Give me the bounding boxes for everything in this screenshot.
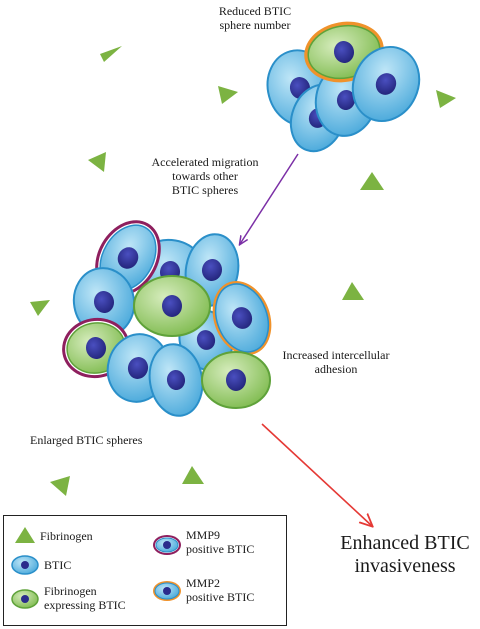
fibrinogen-triangles — [30, 46, 456, 496]
mmp2-positive-btic-icon — [153, 581, 181, 601]
mmp2-positive-btic-cell — [212, 281, 272, 355]
fibrinogen-triangle — [100, 46, 122, 62]
enlarged-btic-sphere — [62, 220, 272, 417]
fibrinogen-triangle — [436, 90, 456, 108]
enhanced-invasiveness-label: Enhanced BTIC invasiveness — [330, 532, 480, 578]
adhesion-label-line2: adhesion — [314, 362, 358, 376]
migration-arrow — [240, 153, 299, 244]
legend-mmp9-line2: positive BTIC — [186, 542, 255, 556]
accelerated-migration-line2: towards other — [172, 169, 238, 183]
legend-fibrinogen-btic-line1: Fibrinogen — [44, 584, 97, 598]
legend-fibrinogen-btic-label: Fibrinogen expressing BTIC — [44, 584, 126, 612]
mmp9-positive-btic-icon — [153, 535, 181, 555]
legend: Fibrinogen BTIC Fibrinogen expressing BT… — [3, 515, 287, 626]
legend-mmp9-line1: MMP9 — [186, 528, 221, 542]
fibrinogen-triangle — [360, 172, 384, 190]
legend-mmp2-label: MMP2 positive BTIC — [186, 576, 254, 604]
enhanced-invasiveness-line1: Enhanced BTIC — [340, 532, 470, 554]
reduced-sphere-label-line1: Reduced BTIC — [218, 4, 292, 18]
legend-fibrinogen-btic-line2: expressing BTIC — [44, 598, 126, 612]
accelerated-migration-label: Accelerated migration towards other BTIC… — [140, 155, 270, 197]
fibrinogen-triangle — [218, 86, 238, 104]
btic-cell — [351, 46, 421, 122]
adhesion-label: Increased intercellular adhesion — [270, 348, 402, 376]
legend-mmp2-line2: positive BTIC — [186, 590, 255, 604]
fibrinogen-triangle — [30, 300, 50, 316]
invasion-arrow — [261, 423, 372, 526]
accelerated-migration-line3: BTIC spheres — [171, 183, 239, 197]
reduced-sphere-label-line2: sphere number — [219, 18, 291, 32]
fibrinogen-triangle — [342, 282, 364, 300]
adhesion-label-line1: Increased intercellular — [282, 348, 390, 362]
fibrinogen-expressing-btic-cell — [133, 275, 211, 337]
accelerated-migration-line1: Accelerated migration — [151, 155, 259, 169]
fibrinogen-expressing-btic-cell — [201, 351, 271, 409]
small-btic-sphere — [266, 21, 421, 153]
enhanced-invasiveness-line2: invasiveness — [354, 555, 456, 577]
legend-fibrinogen-label: Fibrinogen — [40, 529, 93, 543]
legend-mmp2-line1: MMP2 — [186, 576, 221, 590]
enlarged-spheres-label: Enlarged BTIC spheres — [30, 433, 143, 447]
fibrinogen-triangle-icon — [15, 527, 35, 543]
fibrinogen-triangle — [50, 476, 70, 496]
legend-mmp9-label: MMP9 positive BTIC — [186, 528, 254, 556]
reduced-sphere-label: Reduced BTIC sphere number — [205, 4, 305, 32]
fibrinogen-expressing-btic-icon — [11, 589, 39, 609]
legend-btic-label: BTIC — [44, 558, 72, 572]
fibrinogen-triangle — [88, 152, 106, 172]
btic-icon — [11, 555, 39, 575]
fibrinogen-triangle — [182, 466, 204, 484]
